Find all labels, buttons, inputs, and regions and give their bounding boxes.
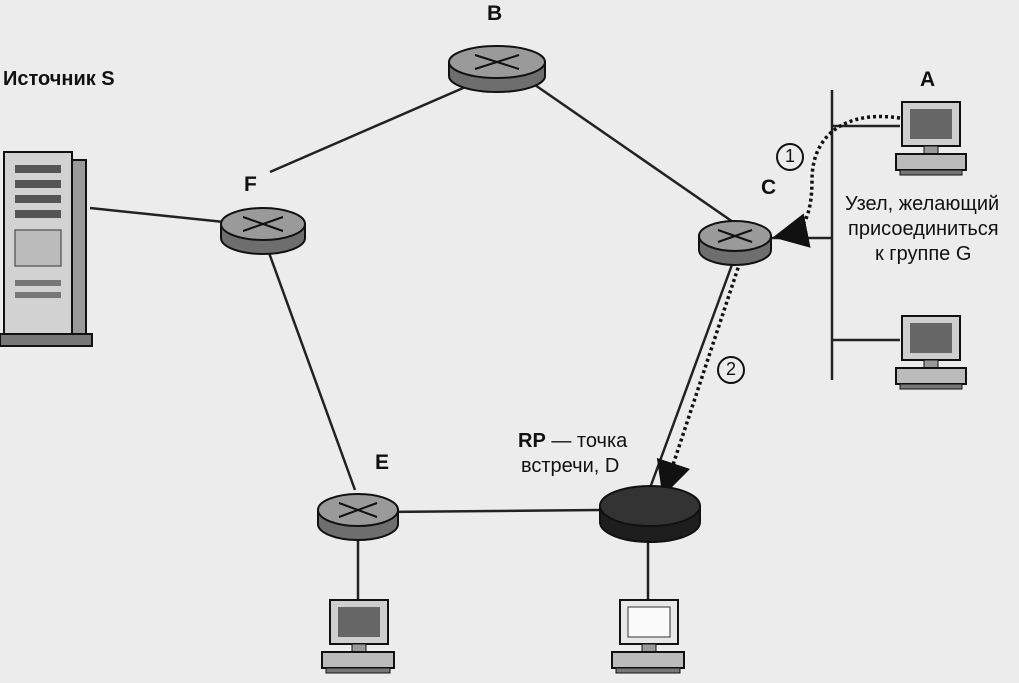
node-label-b: B: [487, 2, 503, 25]
step-number-1: 1: [784, 146, 795, 166]
host-label-line1: Узел, желающий: [845, 193, 1000, 215]
link-c-d: [648, 261, 735, 489]
node-label-f: F: [244, 173, 257, 196]
source-label: Источник S: [3, 68, 115, 90]
join-path-2: [656, 261, 742, 497]
workstation-icon-a: [895, 101, 967, 176]
server-icon: [0, 151, 93, 347]
step-marker-1: [776, 143, 804, 171]
join-path-1: [772, 114, 901, 248]
step-number-2: 2: [725, 359, 736, 379]
router-b: [448, 45, 546, 93]
rendezvous-point-router-d: [599, 485, 701, 543]
link-server-f: [89, 206, 225, 224]
host-label-line3: к группе G: [875, 243, 972, 265]
step-marker-2: [717, 356, 745, 384]
link-e-d: [379, 508, 601, 514]
workstation-icon-e: [321, 599, 395, 674]
router-e: [317, 493, 399, 541]
node-label-a: A: [920, 68, 936, 91]
host-label-line2: присоединиться: [848, 218, 999, 240]
link-b-f: [269, 83, 471, 174]
link-f-e: [266, 249, 357, 491]
router-f: [220, 207, 306, 255]
node-label-e: E: [375, 451, 390, 474]
router-c: [698, 220, 772, 266]
workstation-icon-d: [611, 599, 685, 674]
node-label-c: C: [761, 176, 777, 199]
rp-label-line1: RP — точка: [518, 430, 628, 452]
link-b-c: [534, 83, 734, 224]
rp-label-line2: встречи, D: [521, 455, 620, 477]
links: [89, 83, 900, 600]
workstation-icon-lan: [895, 315, 967, 390]
